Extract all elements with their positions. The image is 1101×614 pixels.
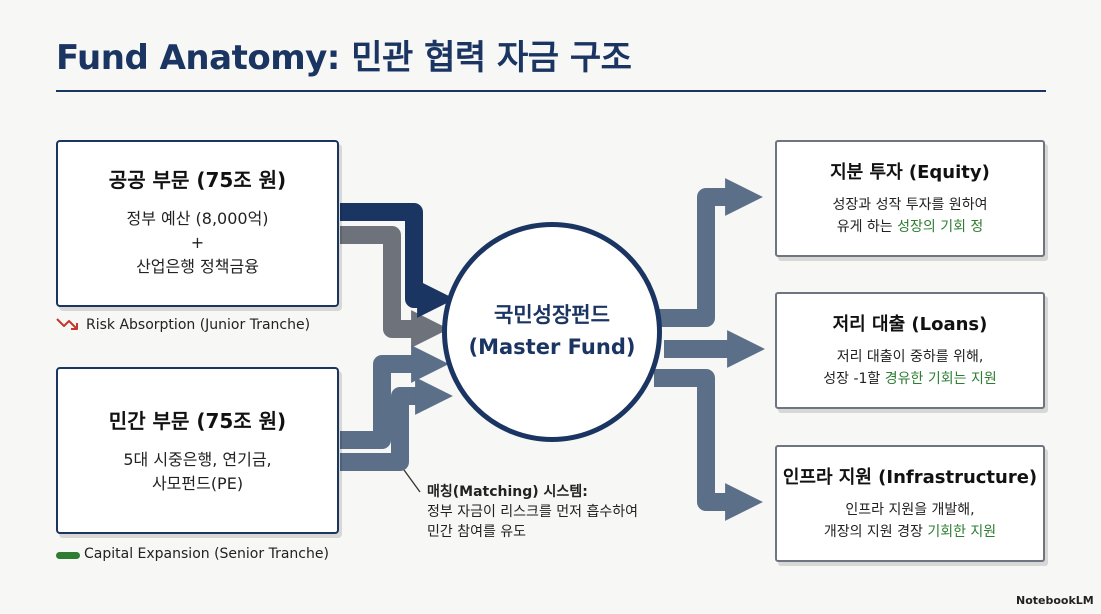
trend-down-icon — [56, 318, 78, 330]
public-sector-line-2: + — [190, 233, 205, 252]
title-divider — [56, 90, 1046, 92]
matching-line-1: 정부 자금이 리스크를 먼저 흡수하여 — [427, 504, 638, 520]
master-fund-circle: 국민성장펀드 (Master Fund) — [442, 222, 662, 442]
master-fund-subtitle: (Master Fund) — [468, 335, 636, 359]
private-sector-heading: 민간 부문 (75조 원) — [108, 409, 287, 433]
senior-tranche-marker — [56, 552, 80, 559]
loans-line-2: 성장 -1할 경유한 기회는 지원 — [823, 371, 997, 387]
matching-line-2: 민간 참여를 유도 — [427, 524, 527, 540]
equity-box: 지분 투자 (Equity) 성장과 성작 투자를 원하여 유게 하는 성장의 … — [775, 140, 1045, 257]
public-sector-box: 공공 부문 (75조 원) 정부 예산 (8,000억) + 산업은행 정책금융 — [56, 140, 339, 307]
loans-heading: 저리 대출 (Loans) — [832, 314, 988, 335]
matching-title: 매칭(Matching) 시스템: — [427, 484, 588, 500]
infrastructure-heading: 인프라 지원 (Infrastructure) — [782, 467, 1038, 488]
notebooklm-watermark: NotebookLM — [1016, 594, 1094, 607]
loans-line-1: 저리 대출이 중하를 위해, — [836, 349, 984, 365]
public-sector-heading: 공공 부문 (75조 원) — [108, 168, 287, 192]
private-slate-arrow-1 — [340, 345, 449, 449]
matching-note: 매칭(Matching) 시스템: 정부 자금이 리스크를 먼저 흡수하여 민간… — [427, 482, 638, 542]
master-fund-name: 국민성장펀드 — [494, 303, 610, 327]
infrastructure-box: 인프라 지원 (Infrastructure) 인프라 지원을 개발해, 개장의… — [775, 445, 1045, 562]
infrastructure-line-2: 개장의 지원 경장 기회한 지원 — [823, 524, 997, 540]
equity-heading: 지분 투자 (Equity) — [830, 162, 990, 183]
out-equity-arrow — [654, 178, 763, 327]
page-title: Fund Anatomy: 민관 협력 자금 구조 — [56, 38, 632, 78]
equity-line-1: 성장과 성작 투자를 원하여 — [832, 197, 988, 213]
private-sector-box: 민간 부문 (75조 원) 5대 시중은행, 연기금, 사모펀드(PE) — [56, 367, 339, 534]
public-navy-arrow — [340, 203, 455, 318]
private-sector-line-2: 사모펀드(PE) — [151, 474, 244, 493]
risk-absorption-label: Risk Absorption (Junior Tranche) — [86, 317, 311, 333]
matching-callout-line — [403, 469, 421, 493]
capital-expansion-label: Capital Expansion (Senior Tranche) — [84, 546, 329, 562]
public-sector-line-3: 산업은행 정책금융 — [136, 257, 259, 276]
public-sector-line-1: 정부 예산 (8,000억) — [126, 209, 269, 228]
equity-line-2: 유게 하는 성장의 기회 정 — [836, 219, 984, 235]
infrastructure-line-1: 인프라 지원을 개발해, — [845, 502, 975, 518]
private-sector-line-1: 5대 시중은행, 연기금, — [123, 450, 272, 469]
public-gray-arrow — [340, 226, 449, 348]
out-infra-arrow — [654, 369, 763, 521]
private-slate-arrow-2 — [340, 377, 453, 471]
loans-box: 저리 대출 (Loans) 저리 대출이 중하를 위해, 성장 -1할 경유한 … — [775, 292, 1045, 409]
